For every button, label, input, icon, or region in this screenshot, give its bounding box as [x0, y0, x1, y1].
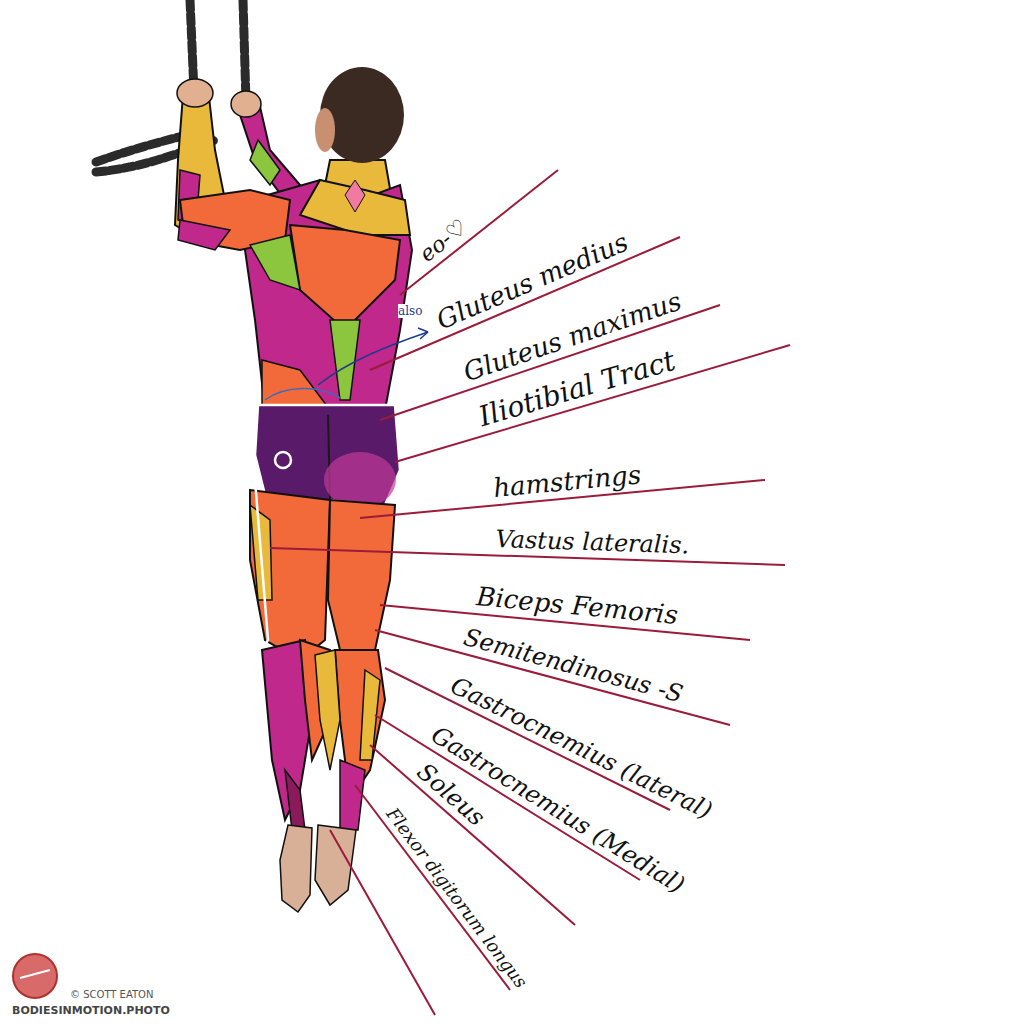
copyright-watermark: © SCOTT EATON [70, 989, 153, 1000]
annotation-note: also [398, 304, 422, 318]
muscle-label: Vastus lateralis. [495, 526, 689, 559]
muscle-label: Flexor digitorum longus [382, 804, 531, 992]
website-watermark: BODIESINMOTION.PHOTO [12, 1004, 170, 1017]
muscle-label: hamstrings [492, 460, 642, 502]
